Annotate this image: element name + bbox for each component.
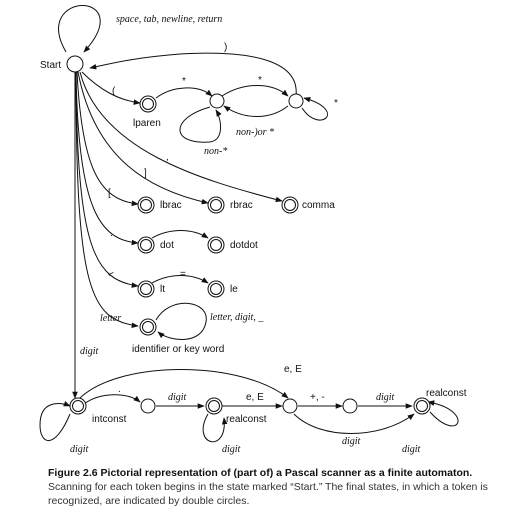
state-label-intconst: intconst bbox=[92, 414, 127, 425]
state-lt-inner bbox=[140, 283, 152, 295]
edge-intconst-dot bbox=[83, 394, 141, 405]
label-non-star: non-* bbox=[204, 146, 227, 157]
label-lt-edge: < bbox=[108, 270, 114, 281]
state-realconst-1-inner bbox=[208, 400, 220, 412]
state-dot-inner bbox=[140, 239, 152, 251]
label-exp-digit-edge: digit bbox=[376, 392, 395, 403]
state-exponent-sign bbox=[342, 398, 358, 414]
state-label-dot: dot bbox=[160, 240, 174, 251]
edge-start-rbrac bbox=[77, 71, 209, 205]
state-label-lbrac: lbrac bbox=[160, 200, 182, 211]
caption-figure-number: Figure 2.6 bbox=[48, 467, 98, 479]
figure-caption: Figure 2.6 Pictorial representation of (… bbox=[48, 466, 510, 508]
label-int-dot-edge: . bbox=[118, 384, 121, 395]
edge-start-lparen bbox=[81, 71, 141, 105]
state-label-rbrac: rbrac bbox=[230, 200, 253, 211]
label-dot2-edge: . bbox=[180, 223, 183, 234]
edge-lt-le bbox=[151, 275, 209, 284]
caption-text: Scanning for each token begins in the st… bbox=[48, 481, 488, 507]
realconst2-loop-edge bbox=[427, 400, 459, 427]
realconst-loop-edge bbox=[202, 413, 228, 443]
label-rparen-edge: ) bbox=[224, 42, 227, 53]
state-fraction bbox=[140, 398, 156, 414]
label-star1: * bbox=[182, 76, 186, 87]
state-comment-star bbox=[288, 93, 304, 109]
edge-exp-realconst2 bbox=[293, 413, 415, 434]
state-lbrac-inner bbox=[140, 199, 152, 211]
label-non-rparen-or-star: non-)or * bbox=[236, 127, 274, 138]
edge-start-lbrac bbox=[76, 71, 139, 207]
state-label-identifier: identifier or key word bbox=[132, 344, 224, 355]
edge-start-identifier bbox=[75, 71, 139, 328]
identifier-loop-edge bbox=[155, 302, 207, 341]
state-label-realconst-2: realconst bbox=[426, 388, 467, 399]
label-intconst-loop: digit bbox=[70, 444, 89, 455]
scanner-automaton-diagram: Start space, tab, newline, return ) ( * … bbox=[39, 5, 467, 455]
label-eq-edge: = bbox=[180, 269, 186, 280]
label-realconst-loop: digit bbox=[222, 444, 241, 455]
label-frac-digit-edge: digit bbox=[168, 392, 187, 403]
label-realconst2-loop: digit bbox=[402, 444, 421, 455]
state-comment bbox=[209, 93, 225, 109]
state-realconst-2-inner bbox=[416, 400, 428, 412]
state-identifier-inner bbox=[142, 321, 154, 333]
state-label-dotdot: dotdot bbox=[230, 240, 258, 251]
label-real-e-edge-top: e, E bbox=[284, 364, 302, 375]
state-label-le: le bbox=[230, 284, 238, 295]
edge-lparen-star bbox=[155, 87, 213, 99]
edge-start-dot bbox=[75, 71, 139, 246]
state-start bbox=[66, 55, 84, 73]
label-digit-edge: digit bbox=[80, 346, 99, 357]
state-le-inner bbox=[210, 283, 222, 295]
label-comma-edge: , bbox=[166, 152, 169, 163]
start-loop-edge bbox=[58, 5, 101, 53]
state-label-comma: comma bbox=[302, 200, 335, 211]
label-exp-bottom-digit-edge: digit bbox=[342, 436, 361, 447]
state-lparen-inner bbox=[142, 98, 154, 110]
state-intconst-inner bbox=[72, 400, 84, 412]
edge-start-comma bbox=[79, 71, 283, 203]
comment-loop-edge bbox=[179, 106, 222, 143]
rparen-return-edge bbox=[89, 52, 297, 97]
state-rbrac-inner bbox=[210, 199, 222, 211]
state-label-lparen: lparen bbox=[133, 118, 161, 129]
label-lbrac-edge: [ bbox=[108, 188, 111, 199]
label-lparen-edge: ( bbox=[112, 86, 116, 97]
edge-star-comment bbox=[223, 105, 289, 117]
label-start-loop: space, tab, newline, return bbox=[116, 14, 222, 25]
label-sign-edge: +, - bbox=[310, 392, 325, 403]
state-label-realconst-1: realconst bbox=[226, 414, 267, 425]
state-exponent bbox=[282, 398, 298, 414]
label-start: Start bbox=[40, 60, 61, 71]
edge-start-lt bbox=[75, 71, 139, 288]
label-star2: * bbox=[258, 75, 262, 86]
state-dotdot-inner bbox=[210, 239, 222, 251]
edge-dot-dotdot bbox=[151, 230, 209, 239]
edge-intconst-exp bbox=[79, 369, 289, 399]
edge-comment-star bbox=[221, 85, 289, 97]
label-letter-edge: letter bbox=[100, 313, 121, 324]
star-loop-edge bbox=[301, 96, 328, 121]
label-star-loop: * bbox=[334, 98, 338, 109]
state-comma-inner bbox=[284, 199, 296, 211]
intconst-loop-edge bbox=[39, 401, 71, 441]
label-dot-edge: . bbox=[110, 228, 113, 239]
state-label-lt: lt bbox=[160, 284, 165, 295]
caption-title: Pictorial representation of (part of) a … bbox=[100, 467, 473, 479]
label-rbrac-edge: ] bbox=[144, 168, 147, 179]
label-real-e-edge: e, E bbox=[246, 392, 264, 403]
label-ident-loop: letter, digit, _ bbox=[210, 312, 264, 323]
